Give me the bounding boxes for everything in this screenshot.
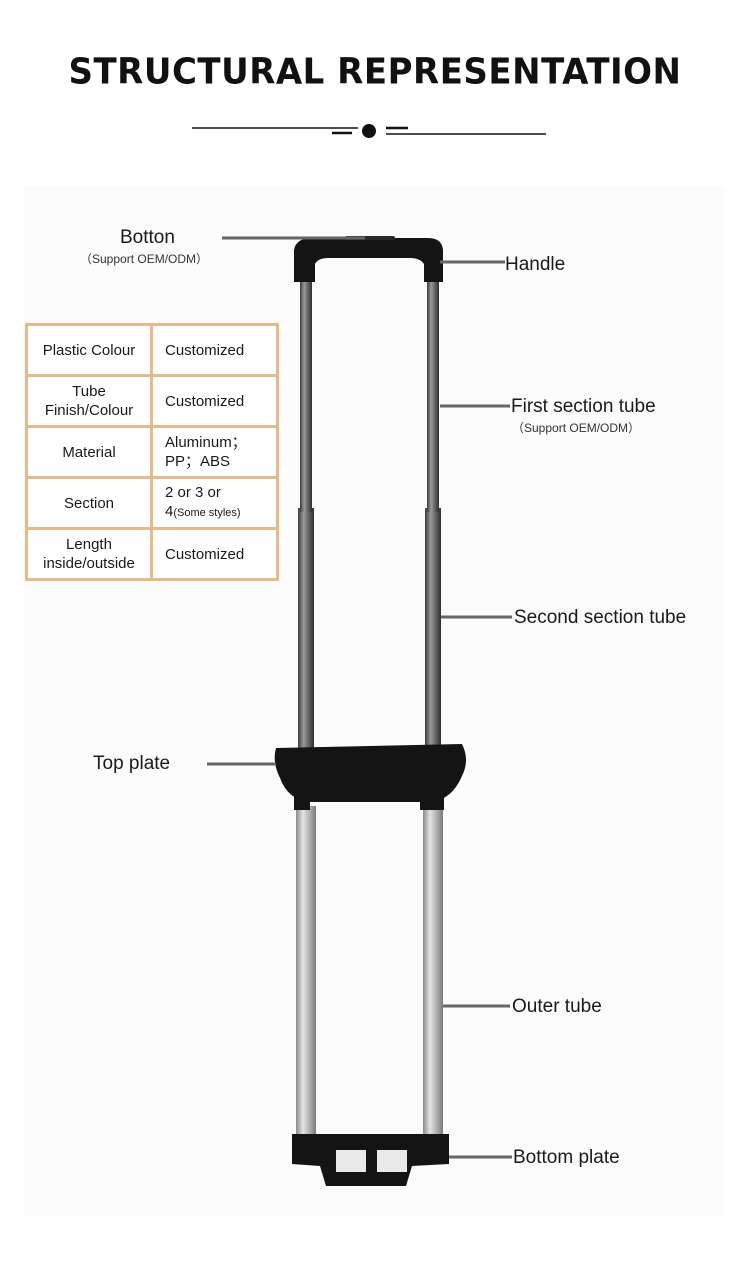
spec-key: Plastic Colour [25,323,153,377]
handle-grip [294,238,443,282]
spec-key: Tube Finish/Colour [25,374,153,428]
spec-value-line2: 4 [165,503,174,520]
spec-key: Length inside/outside [25,527,153,581]
spec-value: 2 or 3 or 4(Some styles) [150,476,279,530]
outer-tube-label: Outer tube [512,996,602,1017]
spec-value-line1: 2 or 3 or [165,484,221,501]
spec-row: Section 2 or 3 or 4(Some styles) [25,476,279,530]
second-tube-right [425,508,441,748]
first-tube-sublabel: （Support OEM/ODM） [512,421,641,435]
spec-row: Plastic Colour Customized [25,323,279,377]
spec-table: Plastic Colour Customized Tube Finish/Co… [25,323,279,581]
top-plate-label: Top plate [93,753,171,774]
botton-sublabel: （Support OEM/ODM） [80,252,209,266]
bottom-plate-label: Bottom plate [513,1147,620,1168]
spec-row: Length inside/outside Customized [25,527,279,581]
botton-label: Botton [120,227,175,248]
outer-tube-right [423,806,443,1136]
bottom-plate [292,1134,449,1186]
spec-key: Material [25,425,153,479]
second-tube-label: Second section tube [514,607,687,628]
first-tube-label: First section tube [511,396,656,417]
spec-value: Customized [150,374,279,428]
first-tube-right [427,262,439,512]
page-title: STRUCTURAL REPRESENTATION [68,51,682,93]
spec-row: Tube Finish/Colour Customized [25,374,279,428]
outer-tube-left [296,806,316,1136]
spec-row: Material Aluminum； PP；ABS [25,425,279,479]
second-tube-left [298,508,314,748]
spec-value: Customized [150,527,279,581]
top-plate [274,744,466,802]
spec-value: Customized [150,323,279,377]
first-tube-left [300,262,312,512]
spec-value-note: (Some styles) [173,507,241,519]
spec-key: Section [25,476,153,530]
handle-label: Handle [505,254,566,275]
spec-value: Aluminum； PP；ABS [150,425,279,479]
